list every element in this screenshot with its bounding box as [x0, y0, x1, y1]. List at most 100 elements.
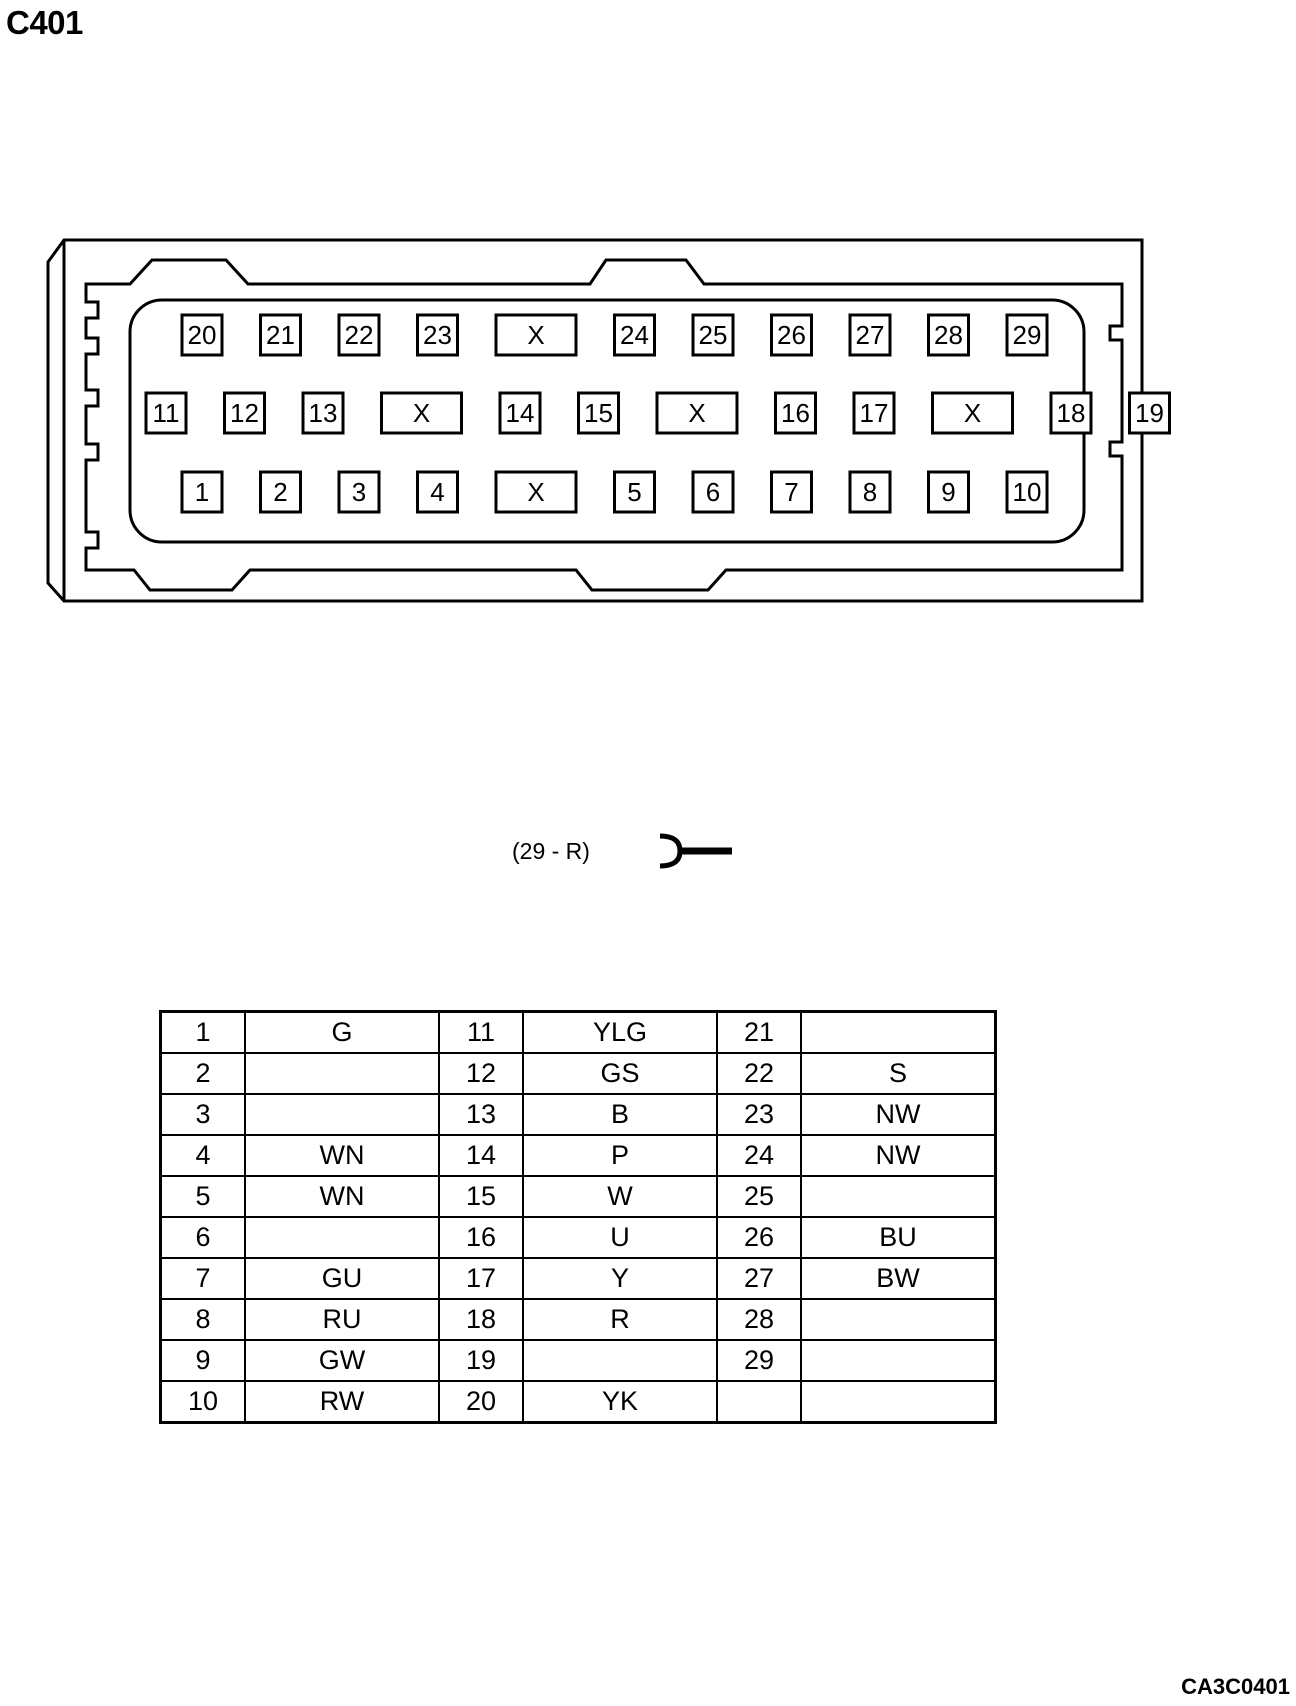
- pin-number-cell: 28: [716, 1298, 802, 1341]
- pin-number: 29: [1013, 320, 1042, 350]
- pin-cavity: 29: [1005, 313, 1049, 357]
- pin-number: 21: [266, 320, 295, 350]
- wire-color-cell: B: [522, 1093, 718, 1136]
- pin-cavity: 11: [144, 391, 188, 435]
- pin-number-cell: 19: [438, 1339, 524, 1382]
- pin-number: X: [413, 398, 430, 428]
- pin-number: 1: [195, 477, 209, 507]
- pin-cavity: 4: [416, 470, 459, 514]
- wire-color-cell: Y: [522, 1257, 718, 1300]
- pin-number-cell: 2: [159, 1052, 246, 1095]
- pin-number: 19: [1135, 398, 1164, 428]
- wire-color-cell: [800, 1339, 997, 1382]
- pin-cavity: 23: [416, 313, 459, 357]
- pin-number: 10: [1013, 477, 1042, 507]
- pin-cavity: 19: [1128, 391, 1171, 435]
- pin-number: 22: [345, 320, 374, 350]
- pin-cavity: 21: [259, 313, 302, 357]
- wire-color-cell: R: [522, 1298, 718, 1341]
- pin-cavity: 25: [691, 313, 735, 357]
- pin-number: 27: [856, 320, 885, 350]
- wire-color-cell: P: [522, 1134, 718, 1177]
- pin-number: 25: [699, 320, 728, 350]
- blank-cavity: X: [494, 313, 578, 357]
- wire-color-cell: S: [800, 1052, 997, 1095]
- pin-number-cell: 24: [716, 1134, 802, 1177]
- pin-number-cell: 25: [716, 1175, 802, 1218]
- blank-cavity: X: [931, 391, 1014, 435]
- wire-color-cell: GU: [244, 1257, 440, 1300]
- pin-number: 18: [1057, 398, 1086, 428]
- wire-color-cell: WN: [244, 1175, 440, 1218]
- pin-number-cell: 20: [438, 1380, 524, 1424]
- pin-number: 6: [706, 477, 720, 507]
- pin-number-cell: 13: [438, 1093, 524, 1136]
- wire-color-cell: [244, 1052, 440, 1095]
- blank-cavity: X: [494, 470, 578, 514]
- pin-number-cell: 18: [438, 1298, 524, 1341]
- wire-color-cell: BU: [800, 1216, 997, 1259]
- pin-number-cell: 4: [159, 1134, 246, 1177]
- pin-number-cell: 22: [716, 1052, 802, 1095]
- pin-number: 20: [188, 320, 217, 350]
- connector-title: C401: [6, 4, 83, 41]
- pin-number: 12: [230, 398, 259, 428]
- wire-color-cell: [800, 1010, 997, 1054]
- wire-color-cell: [522, 1339, 718, 1382]
- pin-number-cell: 9: [159, 1339, 246, 1382]
- pin-number: 7: [784, 477, 798, 507]
- pin-number-cell: 3: [159, 1093, 246, 1136]
- pin-cavity: 22: [337, 313, 381, 357]
- pin-number: 24: [620, 320, 649, 350]
- pin-cavity: 24: [613, 313, 656, 357]
- pin-number-cell: 27: [716, 1257, 802, 1300]
- pin-cavity: 1: [180, 470, 224, 514]
- pin-cavity: 9: [927, 470, 970, 514]
- pin-number-cell: 26: [716, 1216, 802, 1259]
- pin-number-cell: 8: [159, 1298, 246, 1341]
- pin-number: 11: [153, 398, 180, 428]
- pin-number: 15: [584, 398, 613, 428]
- wire-color-cell: [800, 1175, 997, 1218]
- pin-cavity: 16: [774, 391, 817, 435]
- pin-number: 14: [506, 398, 535, 428]
- wire-color-cell: U: [522, 1216, 718, 1259]
- terminal-key-icon: [659, 833, 732, 869]
- pin-number-cell: [716, 1380, 802, 1424]
- pin-cavity: 17: [852, 391, 896, 435]
- pin-number: X: [964, 398, 981, 428]
- wire-color-cell: G: [244, 1010, 440, 1054]
- pin-cavity: 15: [577, 391, 620, 435]
- pin-number: 2: [273, 477, 287, 507]
- pin-number: 8: [863, 477, 877, 507]
- wire-color-cell: BW: [800, 1257, 997, 1300]
- pin-cavity: 10: [1005, 470, 1049, 514]
- pin-number-cell: 11: [438, 1010, 524, 1054]
- pin-cavity: 6: [691, 470, 735, 514]
- pin-number-cell: 29: [716, 1339, 802, 1382]
- pin-number: 9: [941, 477, 955, 507]
- pin-number: X: [527, 477, 544, 507]
- pin-number-cell: 5: [159, 1175, 246, 1218]
- wire-color-cell: RU: [244, 1298, 440, 1341]
- pin-number-cell: 14: [438, 1134, 524, 1177]
- pin-number-cell: 6: [159, 1216, 246, 1259]
- pin-number-cell: 23: [716, 1093, 802, 1136]
- pin-number-cell: 15: [438, 1175, 524, 1218]
- pin-cavity: 20: [180, 313, 224, 357]
- blank-cavity: X: [380, 391, 463, 435]
- pin-cavity: 28: [927, 313, 970, 357]
- wire-color-cell: YK: [522, 1380, 718, 1424]
- pin-cavity: 18: [1049, 391, 1093, 435]
- pin-cavity: 5: [613, 470, 656, 514]
- pin-number-cell: 16: [438, 1216, 524, 1259]
